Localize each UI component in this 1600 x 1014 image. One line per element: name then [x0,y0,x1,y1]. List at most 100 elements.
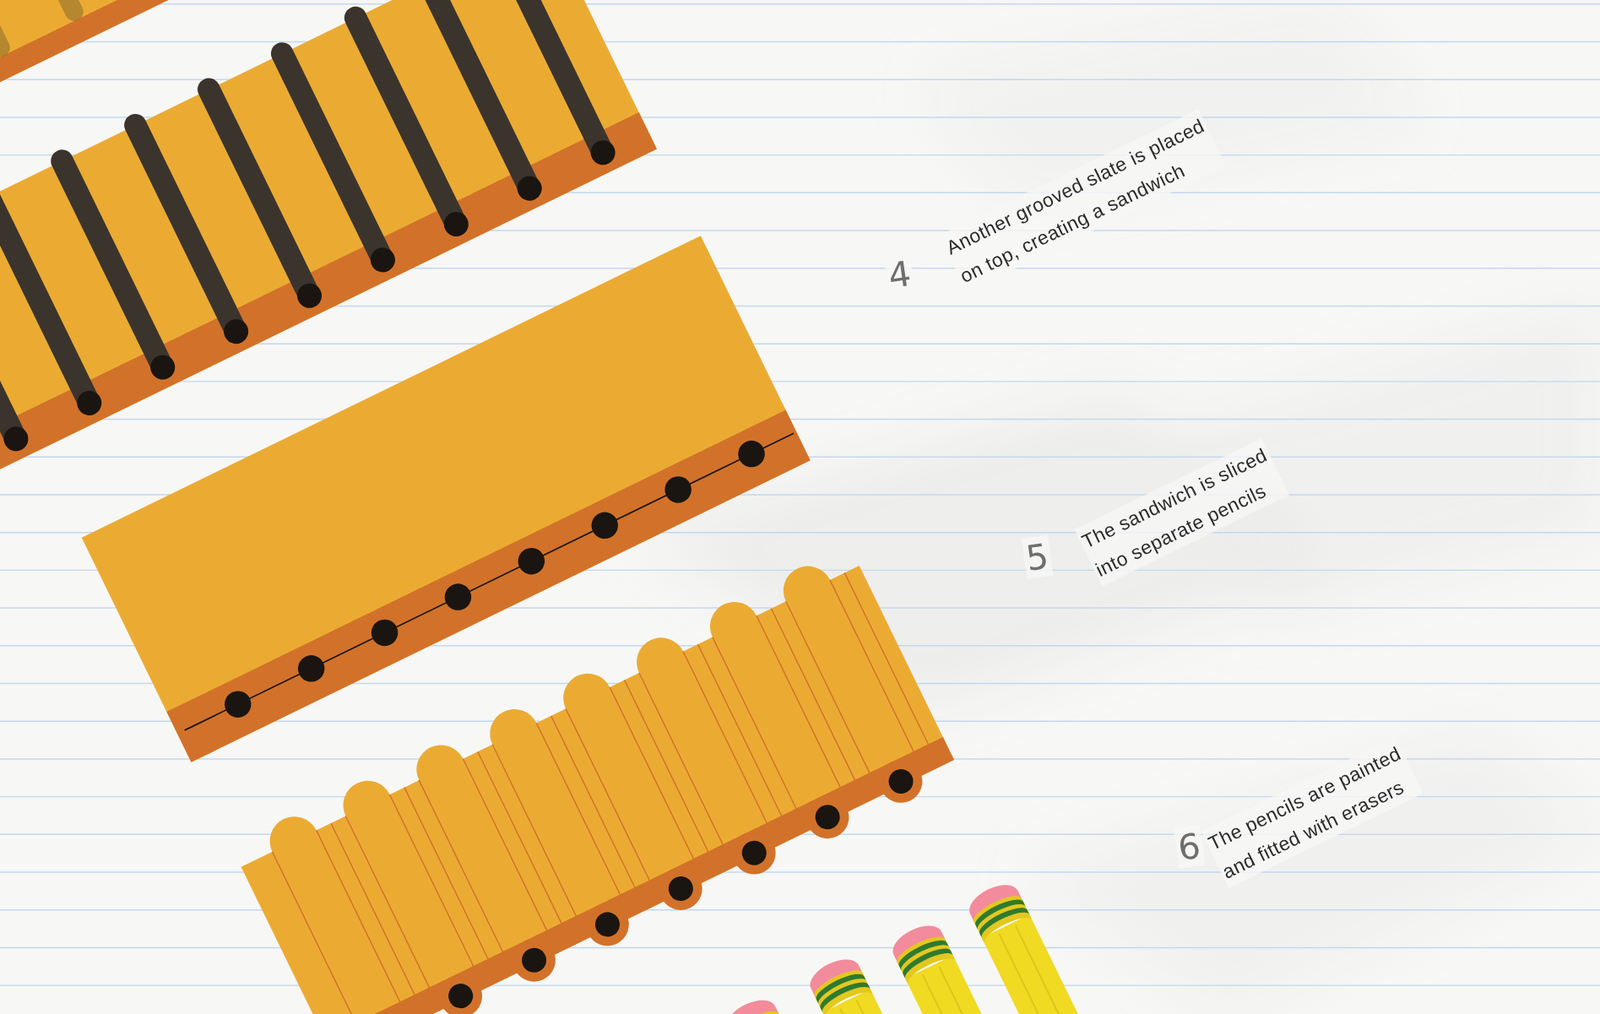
lead-end [513,543,549,580]
eraser [721,992,781,1014]
step-caption: Another grooved slate is placed on top, … [938,108,1226,293]
pencil-end-wood [579,895,637,954]
pencil [804,952,1031,1014]
paper-wrinkles [632,0,1600,1014]
lead-end [146,351,179,385]
pencil [887,918,1114,1014]
pencil-end-wood [725,824,783,882]
ferrule-band [816,976,870,1013]
ferrule [726,1006,789,1014]
lead-end [366,243,400,277]
lead-end [219,314,253,348]
lead-end [72,386,106,420]
facet-line [683,651,768,825]
pencil [721,992,948,1014]
facet-line [404,787,489,960]
rule-line [0,909,1600,911]
pencil-end-wood [651,860,710,918]
facet-line [639,672,724,846]
facet-line [330,823,416,996]
facet-line [624,679,710,852]
ruled-lines [0,4,1600,986]
rule-line [0,418,1600,420]
pencil-end-wood [872,752,930,810]
lead-end [664,872,698,906]
ferrule-band [729,1009,783,1014]
wrinkle-shade [1020,734,1600,1014]
facet-line [844,572,929,745]
lead-end [733,436,770,472]
rule-line [0,380,1600,382]
facet-line [492,744,577,917]
ferrule-band [899,943,953,979]
lead-end [513,172,547,206]
facet-line [536,722,621,895]
facet-line [390,794,475,967]
slate-edge [325,737,955,1014]
pencil-end-wood [798,788,857,847]
pencil [964,878,1191,1014]
lead-end [439,207,473,241]
lead-end [591,908,624,942]
facet-line [477,751,563,924]
pencil-end-wood [432,967,490,1014]
lead-stripe [0,0,1,48]
lead-end [660,471,696,508]
lead-end [737,836,771,870]
finished-pencils [721,878,1191,1014]
lead-stripe [282,54,383,261]
slate-body [241,565,955,1014]
pencil-facet [856,1000,1016,1014]
ferrule-band [976,902,1030,939]
pencil-facet [998,933,1159,1014]
rule-line [0,3,1600,5]
lead-end [884,764,918,798]
lead-end [439,579,476,615]
ferrule [970,890,1032,944]
facet-line [786,601,871,774]
facet-line [565,708,651,881]
step-number: 5 [1021,535,1053,580]
facet-line [609,687,695,860]
facet-line [316,829,402,1003]
facet-line [829,580,915,753]
ferrule [893,931,955,984]
rule-line [0,871,1600,873]
lead-end [586,135,620,169]
step-caption: The pencils are painted and fitted with … [1200,736,1423,889]
step-caption: The sandwich is sliced into separate pen… [1074,438,1290,586]
facet-line [462,759,548,932]
facet-line [551,715,636,889]
facet-line [698,644,783,817]
facet-line [271,851,357,1014]
pencil-body [981,914,1191,1014]
facet-line [712,637,798,810]
lead-stripe [0,196,90,403]
pencil-facet [1015,926,1176,1014]
lead-end [0,422,33,456]
lead-end [292,279,326,313]
step-number: 4 [884,252,916,297]
lead-end [811,800,845,834]
facet-line [345,815,430,988]
lead-end [220,686,256,722]
rule-line [0,947,1600,949]
lead-end [444,979,478,1013]
lead-stripe [502,0,603,153]
lead-stripe [208,89,310,296]
rule-line [0,984,1600,986]
facet-line [418,780,504,953]
facet-line [756,615,841,788]
facet-line [770,608,856,782]
pencil-end-wood [358,1003,417,1014]
lead-stripe [62,161,163,368]
lead-stripe [428,0,530,189]
lead-end [293,650,330,687]
pencil-facet [840,1008,1000,1014]
pencil-facet [938,966,1099,1014]
lead-end [367,614,403,651]
